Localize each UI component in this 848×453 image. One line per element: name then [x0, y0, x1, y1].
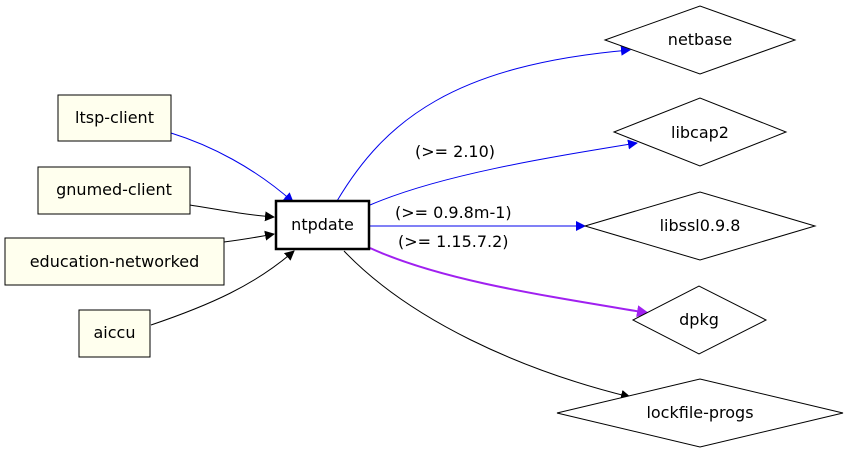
node-ntpdate[interactable]: ntpdate — [274, 199, 371, 251]
node-label: gnumed-client — [56, 180, 172, 199]
edge-ntpdate-to-libcap2 — [369, 139, 638, 206]
node-label: libcap2 — [671, 123, 729, 142]
edge-ntpdate-to-netbase — [336, 45, 631, 202]
edge-label-dpkg: (>= 1.15.7.2) — [398, 232, 509, 251]
node-label: ntpdate — [291, 215, 354, 234]
edge-aiccu-to-ntpdate — [150, 250, 295, 326]
node-label: education-networked — [30, 252, 200, 271]
node-gnumed-client[interactable]: gnumed-client — [37, 166, 191, 215]
edge-ltsp-client-to-ntpdate — [170, 132, 294, 203]
node-lockfile-progs[interactable]: lockfile-progs — [556, 378, 844, 448]
node-aiccu[interactable]: aiccu — [78, 309, 151, 358]
edge-label-libcap2: (>= 2.10) — [415, 142, 495, 161]
edge-ntpdate-to-lockfile-progs — [343, 250, 631, 400]
node-libssl0.9.8[interactable]: libssl0.9.8 — [583, 191, 817, 261]
node-label: ltsp-client — [75, 108, 154, 127]
edge-education-networked-to-ntpdate — [223, 230, 275, 243]
node-ltsp-client[interactable]: ltsp-client — [57, 94, 172, 142]
node-label: aiccu — [94, 323, 136, 342]
node-libcap2[interactable]: libcap2 — [612, 97, 788, 167]
node-netbase[interactable]: netbase — [603, 5, 797, 75]
node-education-networked[interactable]: education-networked — [4, 237, 225, 286]
edge-gnumed-client-to-ntpdate — [189, 204, 275, 222]
node-label: netbase — [668, 30, 732, 49]
node-label: lockfile-progs — [646, 403, 753, 422]
node-label: dpkg — [679, 310, 719, 329]
node-label: libssl0.9.8 — [660, 216, 741, 235]
edge-label-libssl: (>= 0.9.8m-1) — [395, 203, 512, 222]
edge-ntpdate-to-dpkg — [369, 247, 649, 318]
node-dpkg[interactable]: dpkg — [631, 285, 768, 355]
